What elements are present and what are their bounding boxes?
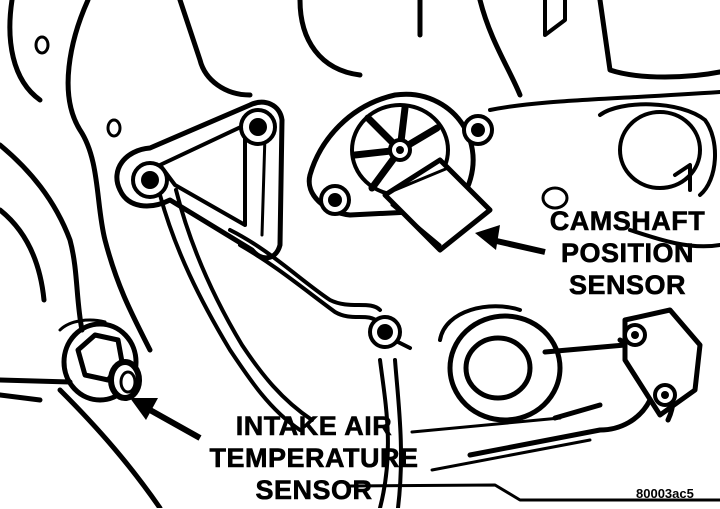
camshaft-sensor-arrow xyxy=(475,225,546,255)
camshaft-label-line-1: CAMSHAFT xyxy=(549,206,706,236)
intake-label-line-3: SENSOR xyxy=(255,475,373,505)
leader-lines xyxy=(348,416,720,502)
sensor-bolt xyxy=(319,184,351,216)
camshaft-label-line-3: SENSOR xyxy=(568,270,687,300)
intake-sensor-arrow xyxy=(130,398,202,441)
intake-air-temperature-sensor xyxy=(58,318,142,403)
wiring-harness xyxy=(158,188,404,508)
harness-bolt xyxy=(368,315,412,350)
bracket-bolt xyxy=(239,108,277,146)
figure-id: 80003ac5 xyxy=(636,486,694,501)
mounting-bracket xyxy=(114,99,285,261)
camshaft-position-sensor xyxy=(306,91,494,253)
crankshaft-seal xyxy=(438,304,563,423)
cover-bolt-hole xyxy=(106,118,122,138)
intake-air-temperature-sensor-label: INTAKE AIR TEMPERATURE SENSOR xyxy=(200,411,428,509)
intake-label-line-1: INTAKE AIR xyxy=(235,411,393,441)
bracket-bolt xyxy=(131,161,169,199)
intake-label-line-2: TEMPERATURE xyxy=(209,443,419,473)
camshaft-position-sensor-label: CAMSHAFT POSITION SENSOR xyxy=(540,206,715,304)
cover-bolt-hole xyxy=(34,35,50,55)
tube-flange xyxy=(622,307,703,418)
sensor-bolt xyxy=(462,114,494,146)
engine-casting xyxy=(488,0,720,249)
camshaft-label-line-2: POSITION xyxy=(560,238,694,268)
